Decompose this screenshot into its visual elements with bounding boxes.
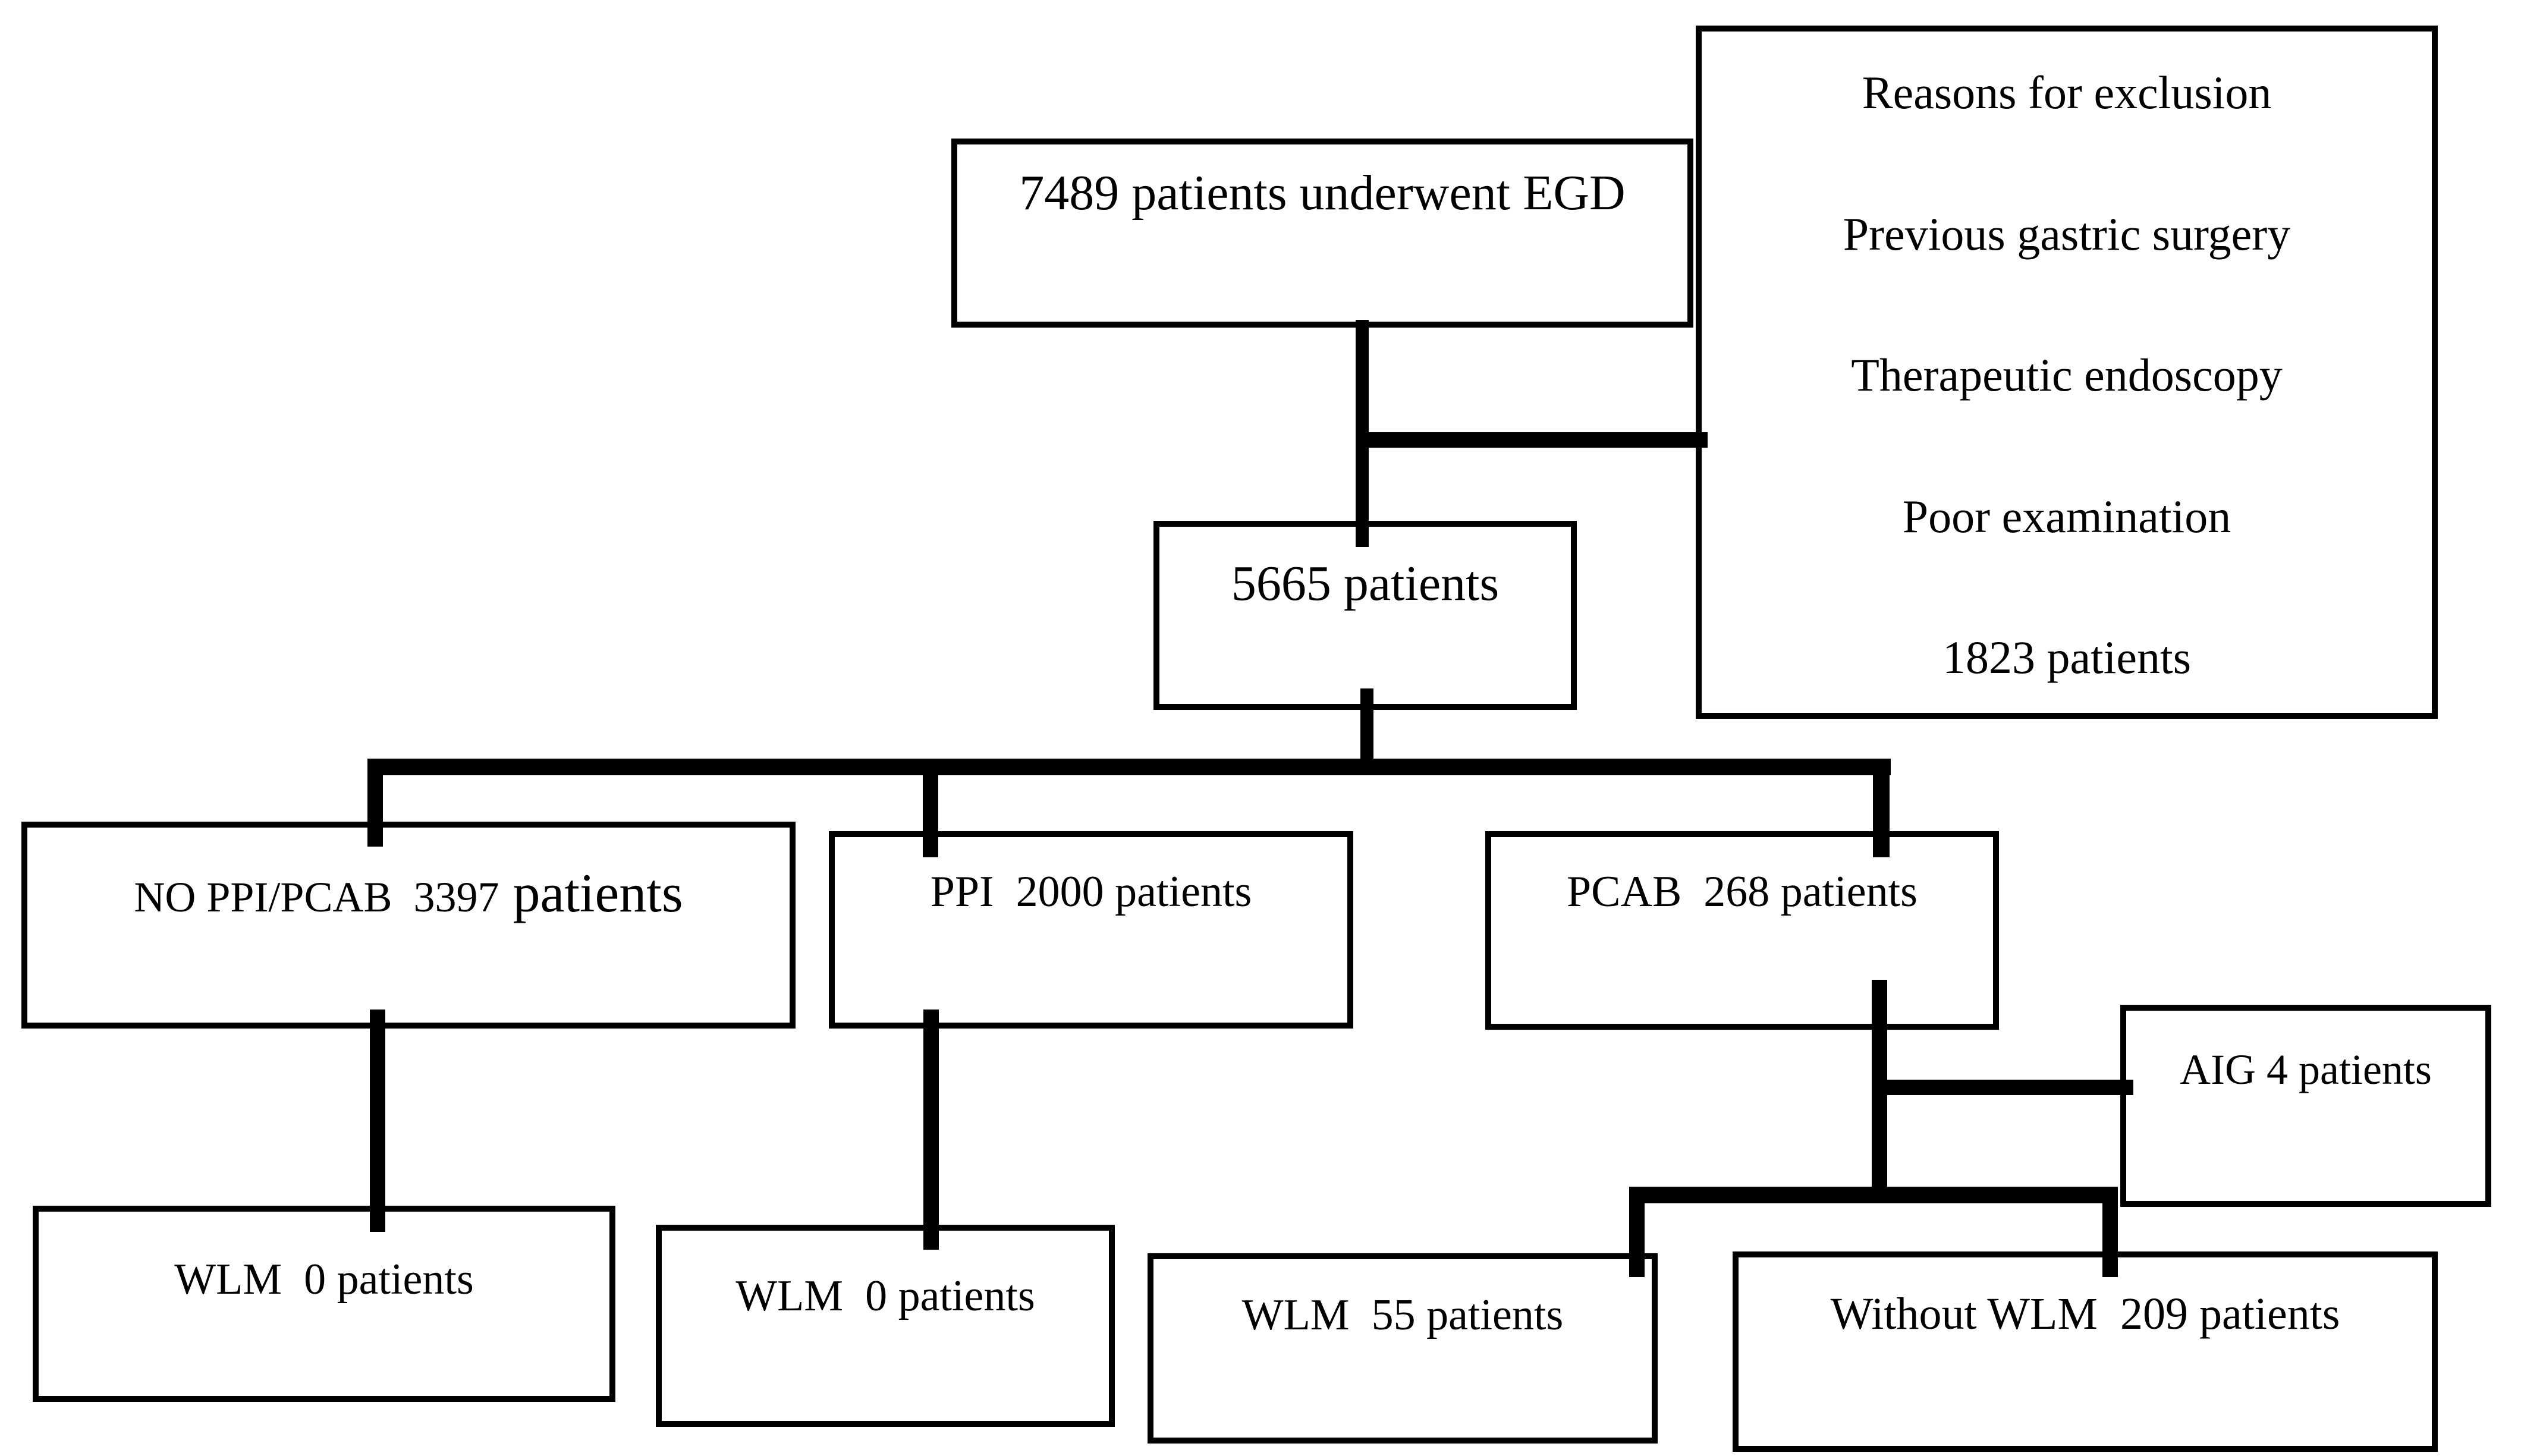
exclusion-line-count: 1823 patients: [1942, 631, 2192, 684]
node-egd-label: 7489 patients underwent EGD: [1019, 165, 1626, 221]
connector-cohort-to-branch-bar: [1360, 688, 1373, 775]
branch-stub-without-wlm: [2102, 1187, 2118, 1277]
connector-to-aig-box: [1872, 1080, 2133, 1095]
node-without-wlm: Without WLM 209 patients: [1733, 1251, 2438, 1452]
exclusion-line-poor-exam: Poor examination: [1902, 490, 2231, 542]
exclusion-line-title: Reasons for exclusion: [1862, 67, 2272, 118]
node-wlm-pcab-label: WLM 55 patients: [1241, 1291, 1564, 1339]
node-egd-patients: 7489 patients underwent EGD: [951, 139, 1693, 328]
exclusion-line-surgery: Previous gastric surgery: [1843, 207, 2291, 260]
node-ppi-label: PPI 2000 patients: [930, 867, 1252, 916]
branch-stub-wlm-pcab: [1629, 1187, 1645, 1277]
node-aig: AIG 4 patients: [2120, 1005, 2491, 1207]
node-ppi: PPI 2000 patients: [829, 831, 1353, 1029]
node-wlm-pcab: WLM 55 patients: [1148, 1253, 1658, 1444]
connector-to-exclusion-box: [1356, 432, 1708, 448]
node-wlm-ppi: WLM 0 patients: [656, 1225, 1115, 1427]
node-wlm-ppi-label: WLM 0 patients: [735, 1272, 1035, 1320]
branch-stub-ppi: [923, 759, 938, 857]
node-cohort-patients: 5665 patients: [1153, 521, 1577, 710]
exclusion-line-endoscopy: Therapeutic endoscopy: [1851, 349, 2283, 401]
node-without-wlm-label: Without WLM 209 patients: [1830, 1289, 2340, 1339]
node-pcab-label: PCAB 268 patients: [1567, 867, 1918, 916]
branch-stub-pcab: [1873, 759, 1890, 857]
branch-stub-no-ppi: [367, 759, 383, 847]
node-pcab: PCAB 268 patients: [1485, 831, 1999, 1030]
node-no-ppi-pcab-label: NO PPI/PCAB 3397 patients: [134, 863, 683, 923]
connector-ppi-to-wlm: [923, 1010, 939, 1250]
node-exclusion-reasons: Reasons for exclusion Previous gastric s…: [1696, 26, 2438, 719]
node-no-ppi-pcab: NO PPI/PCAB 3397 patients: [21, 822, 796, 1029]
node-wlm-no-ppi-pcab: WLM 0 patients: [33, 1206, 615, 1402]
connector-no-ppi-to-wlm: [370, 1010, 385, 1232]
branch-bar-main: [367, 759, 1891, 775]
node-cohort-label: 5665 patients: [1231, 556, 1500, 611]
node-wlm-no-ppi-pcab-label: WLM 0 patients: [174, 1255, 474, 1304]
node-aig-label: AIG 4 patients: [2180, 1046, 2432, 1093]
branch-bar-pcab-split: [1629, 1187, 2118, 1203]
